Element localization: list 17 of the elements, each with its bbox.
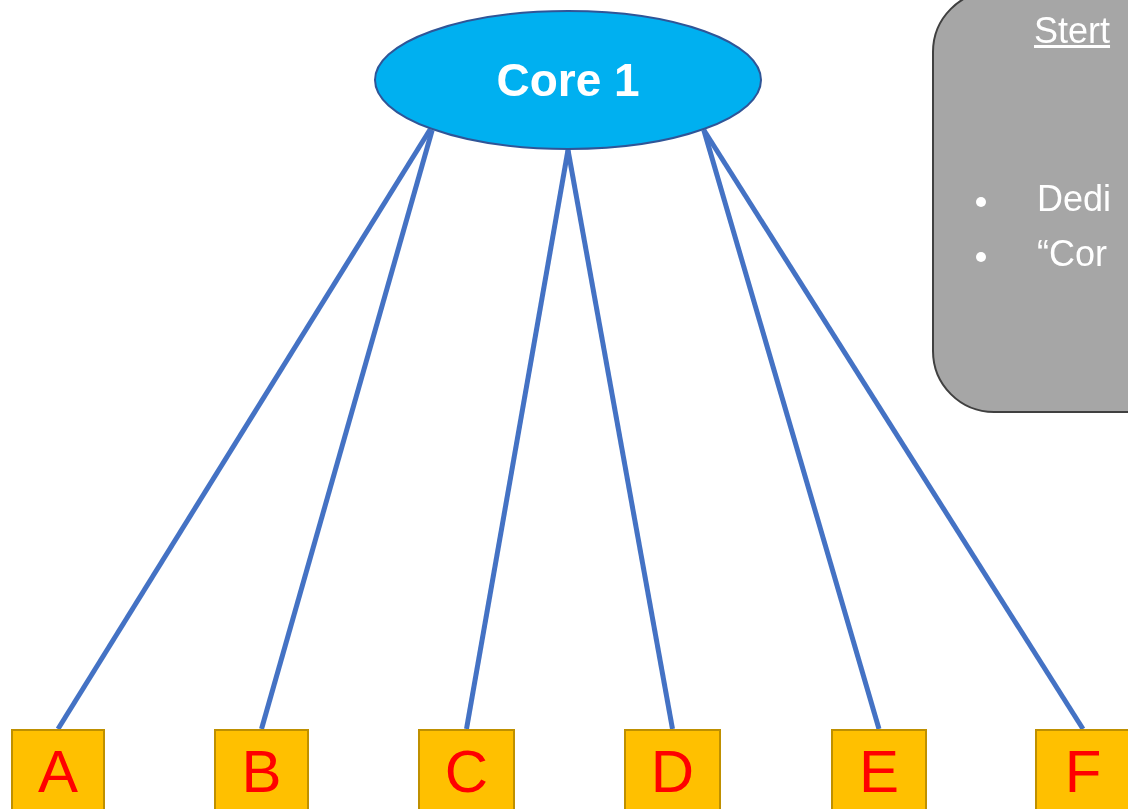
leaf-box: E (831, 729, 927, 809)
connector-line (259, 129, 435, 730)
connector-line (701, 128, 1086, 731)
leaf-box: D (624, 729, 721, 809)
leaf-box: C (418, 729, 515, 809)
leaf-box: A (11, 729, 105, 809)
connector-line (55, 127, 433, 731)
leaf-box: F (1035, 729, 1128, 809)
connector-line (701, 129, 882, 730)
node-label: Core 1 (496, 53, 640, 107)
note-panel (932, 0, 1128, 413)
connector-line (565, 149, 675, 730)
bullet-text: Dedi (1037, 178, 1112, 220)
note-heading: Stert (1034, 10, 1111, 52)
connector-line (464, 149, 571, 730)
leaf-box: B (214, 729, 309, 809)
bullet-text: “Cor (1037, 233, 1107, 275)
